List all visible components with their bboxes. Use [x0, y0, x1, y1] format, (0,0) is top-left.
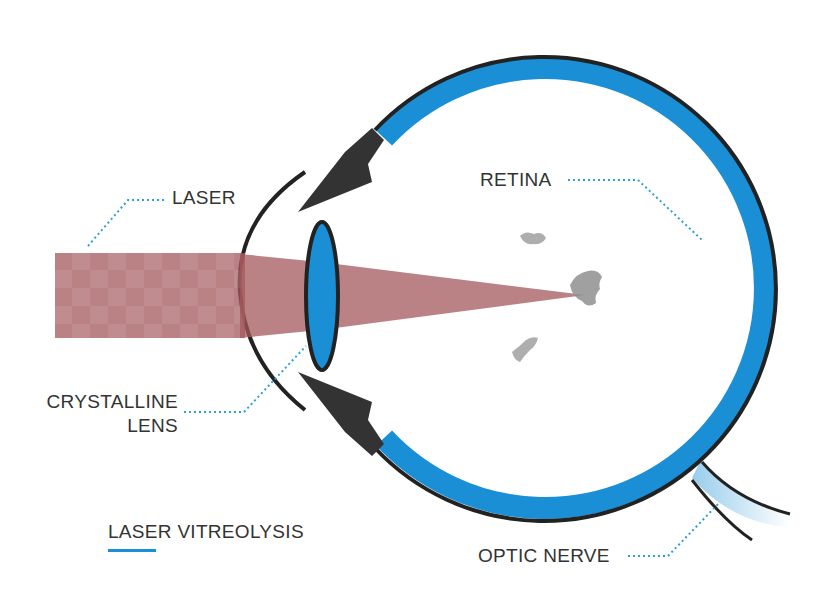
- optic-nerve-edge: [692, 480, 752, 540]
- leader-line: [568, 180, 702, 240]
- leader-line: [184, 346, 306, 412]
- iris: [298, 128, 384, 212]
- laser-beam: [240, 254, 585, 338]
- title-underline: [108, 549, 156, 552]
- optic-nerve: [692, 462, 790, 528]
- laser-beam-texture: [55, 253, 245, 338]
- diagram-title: LASER VITREOLYSIS: [108, 520, 304, 544]
- part-label: LASER: [172, 186, 236, 210]
- leader-line: [88, 200, 166, 246]
- laser-beam: [55, 253, 245, 338]
- floater: [570, 271, 602, 306]
- part-label: CRYSTALLINE LENS: [28, 390, 178, 438]
- floater: [512, 337, 538, 362]
- part-label: RETINA: [480, 168, 551, 192]
- iris: [298, 372, 384, 456]
- crystalline-lens: [306, 222, 338, 370]
- leader-line: [628, 502, 720, 556]
- floater: [520, 232, 546, 244]
- part-label: OPTIC NERVE: [478, 544, 610, 568]
